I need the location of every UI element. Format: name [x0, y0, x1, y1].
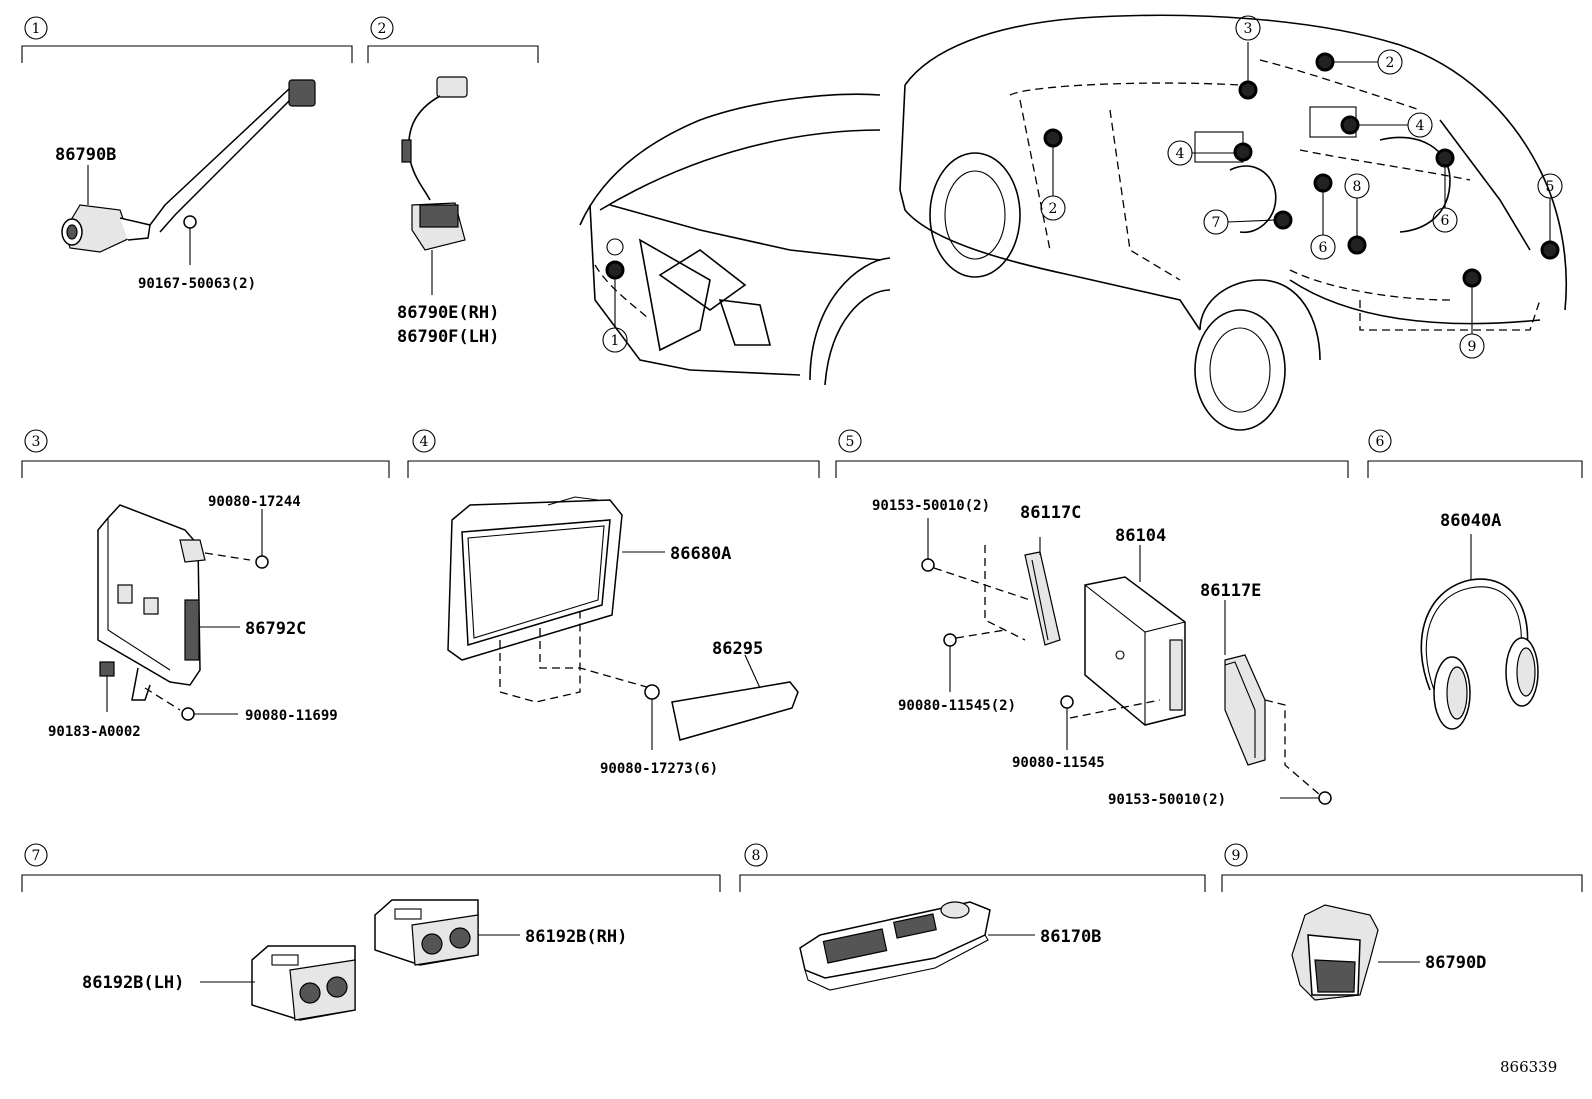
label-86790E: 86790E(RH) — [397, 303, 499, 323]
label-90080-17244: 90080-17244 — [208, 494, 301, 510]
label-86192B-LH: 86192B(LH) — [82, 973, 184, 993]
section-6-header: 6 — [1367, 429, 1583, 478]
rear-vehicle-view: 3 2 2 4 4 6 6 7 8 5 9 — [899, 14, 1568, 431]
front-camera-86790B — [61, 79, 316, 265]
back-camera-86790D — [1291, 904, 1420, 1001]
label-90153-50010-top: 90153-50010(2) — [872, 498, 990, 514]
label-90080-11699: 90080-11699 — [245, 708, 338, 724]
label-86104: 86104 — [1115, 526, 1166, 546]
svg-text:6: 6 — [1441, 213, 1450, 229]
label-86192B-RH: 86192B(RH) — [525, 927, 627, 947]
label-90153-50010-bottom: 90153-50010(2) — [1108, 792, 1226, 808]
svg-text:9: 9 — [1468, 339, 1477, 355]
svg-text:8: 8 — [1353, 179, 1362, 195]
label-86117C: 86117C — [1020, 503, 1081, 523]
diagram-id: 866339 — [1500, 1058, 1557, 1076]
svg-text:7: 7 — [1212, 215, 1221, 231]
svg-text:2: 2 — [378, 21, 387, 37]
label-86792C: 86792C — [245, 619, 306, 639]
svg-text:3: 3 — [32, 434, 41, 450]
section-3-header: 3 — [21, 429, 390, 478]
remote-86170B — [799, 901, 1035, 991]
display-86680A — [447, 496, 799, 750]
label-86040A: 86040A — [1440, 511, 1501, 531]
label-90167-50063: 90167-50063(2) — [138, 276, 256, 292]
section-7-header: 7 — [21, 843, 721, 892]
label-86680A: 86680A — [670, 544, 731, 564]
label-86790D: 86790D — [1425, 953, 1486, 973]
jack-panel-86192B-RH — [374, 899, 520, 966]
jack-panel-86192B-LH — [200, 945, 356, 1021]
label-90080-17273: 90080-17273(6) — [600, 761, 718, 777]
svg-text:1: 1 — [611, 333, 620, 349]
svg-text:6: 6 — [1376, 434, 1385, 450]
svg-text:5: 5 — [1546, 179, 1555, 195]
svg-text:6: 6 — [1319, 240, 1328, 256]
svg-text:7: 7 — [32, 848, 41, 864]
ecu-86792C — [97, 504, 269, 721]
label-86117E: 86117E — [1200, 581, 1261, 601]
headphones-86040A — [1420, 534, 1539, 730]
label-86170B: 86170B — [1040, 927, 1101, 947]
svg-text:8: 8 — [752, 848, 761, 864]
svg-text:5: 5 — [846, 434, 855, 450]
label-86790B: 86790B — [55, 145, 116, 165]
svg-text:3: 3 — [1244, 21, 1253, 37]
label-86790F: 86790F(LH) — [397, 327, 499, 347]
svg-text:2: 2 — [1386, 55, 1395, 71]
label-90183-A0002: 90183-A0002 — [48, 724, 141, 740]
label-90080-11545: 90080-11545 — [1012, 755, 1105, 771]
section-5-header: 5 — [835, 429, 1349, 478]
svg-text:2: 2 — [1049, 201, 1058, 217]
section-4-header: 4 — [407, 429, 820, 478]
section-1-header: 1 — [21, 16, 353, 63]
svg-text:1: 1 — [32, 21, 41, 37]
svg-text:4: 4 — [420, 434, 429, 450]
amplifier-86104 — [921, 518, 1332, 805]
section-2-header: 2 — [367, 16, 539, 63]
section-9-header: 9 — [1221, 843, 1583, 892]
svg-text:9: 9 — [1232, 848, 1241, 864]
section-8-header: 8 — [739, 843, 1206, 892]
side-camera-86790E-F — [401, 76, 468, 295]
svg-text:4: 4 — [1416, 118, 1425, 134]
svg-text:4: 4 — [1176, 146, 1185, 162]
label-90080-11545-2: 90080-11545(2) — [898, 698, 1016, 714]
label-86295: 86295 — [712, 639, 763, 659]
front-vehicle-view: 1 — [579, 93, 891, 386]
